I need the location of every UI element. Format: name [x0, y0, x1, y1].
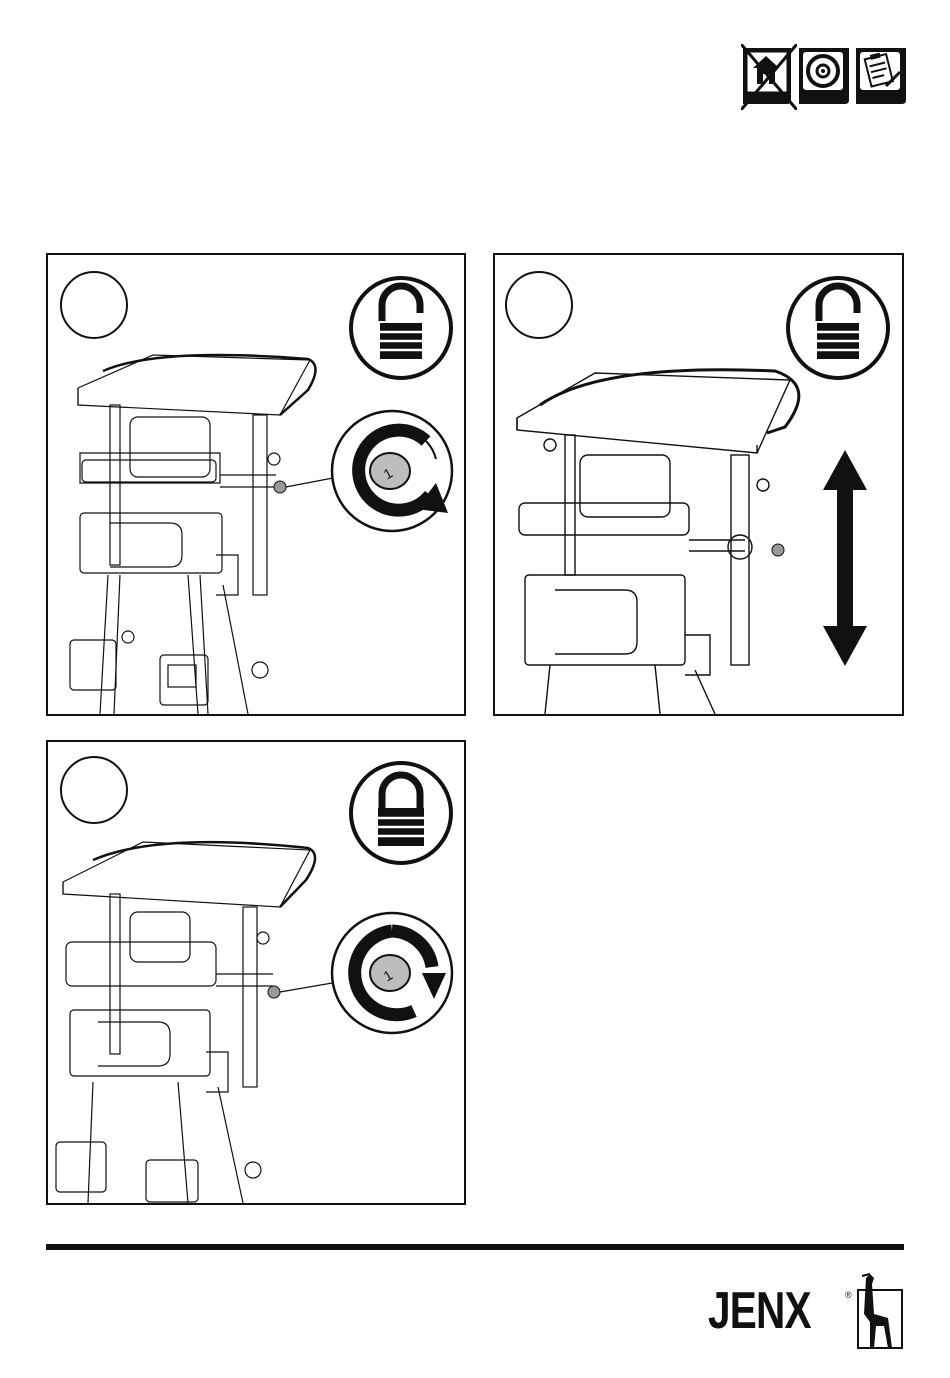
step-2-number-circle: [505, 271, 573, 339]
clipboard-checklist-icon: [856, 46, 908, 106]
step-1-panel: 1: [46, 253, 466, 716]
step-3-panel: 1: [46, 740, 466, 1205]
no-indoor-use-icon: [741, 44, 793, 106]
brand-logo-text: JENX: [708, 1283, 811, 1339]
step-2-panel: [493, 253, 904, 716]
step-1-number-circle: [60, 271, 128, 339]
target-icon: [799, 46, 851, 106]
giraffe-logo-icon: [852, 1272, 906, 1357]
footer-rule: [46, 1244, 904, 1250]
step-3-number-circle: [60, 756, 128, 824]
registered-mark: ®: [845, 1290, 852, 1300]
